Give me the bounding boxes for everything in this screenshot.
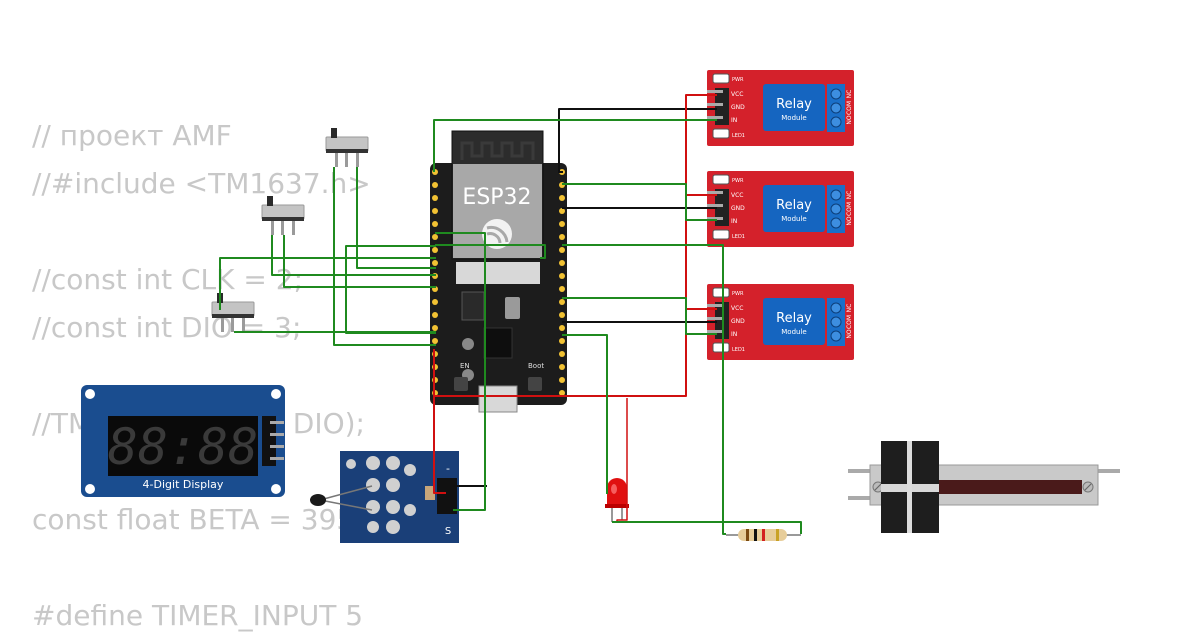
relay-module-2[interactable]: Relay Module VCC GND IN PWR LED1 NO COM …	[706, 170, 855, 248]
wire-green	[433, 119, 717, 172]
relay-led-label: LED1	[732, 133, 745, 139]
relay-pin-vcc: VCC	[731, 91, 743, 98]
code-line: // проект AMF	[32, 119, 232, 152]
red-led[interactable]	[605, 478, 629, 522]
relay-module-1[interactable]: Relay Module VCC GND IN PWR LED1 NO COM …	[706, 69, 855, 147]
relay-pwr-label: PWR	[732, 178, 744, 184]
esp32-label: ESP32	[462, 185, 531, 210]
wire-green	[612, 521, 802, 534]
wire-green	[333, 167, 436, 346]
relay-pin-vcc: VCC	[731, 305, 743, 312]
code-line: //const int CLK = 2;	[32, 263, 304, 296]
wire-green	[435, 244, 546, 259]
wire-green	[562, 183, 717, 221]
relay-title: Relay	[776, 311, 812, 326]
en-button[interactable]	[454, 377, 468, 391]
relay-terminal-com: COM	[846, 202, 853, 216]
wire-black	[558, 108, 717, 173]
relay-title: Relay	[776, 97, 812, 112]
wire-green	[562, 244, 726, 535]
wire-green	[562, 297, 717, 335]
slide-switch-2[interactable]	[261, 195, 305, 236]
wire-green	[356, 167, 436, 269]
relay-pin-gnd: GND	[731, 318, 745, 325]
relay-pin-gnd: GND	[731, 104, 745, 111]
boot-button[interactable]	[528, 377, 542, 391]
esp32-board[interactable]: ESP32 EN Boot	[430, 130, 567, 413]
wire-green	[345, 245, 436, 334]
code-line: #define TIMER_INPUT 5	[32, 599, 364, 632]
relay-led-label: LED1	[732, 347, 745, 353]
wire-green	[435, 232, 486, 511]
en-button-label: EN	[460, 362, 470, 370]
espressif-logo-icon	[482, 219, 512, 249]
boot-button-label: Boot	[528, 362, 544, 370]
tm1637-display[interactable]: 88:88 4-Digit Display	[81, 385, 285, 497]
wire-green	[219, 257, 436, 310]
relay-terminal-nc: NC	[846, 304, 853, 313]
relay-title: Relay	[776, 198, 812, 213]
relay-terminal-no: NO	[846, 329, 853, 338]
wires	[219, 94, 802, 535]
display-digits: 88:88	[108, 418, 259, 476]
relay-subtitle: Module	[781, 114, 806, 122]
relay-terminal-no: NO	[846, 216, 853, 225]
relay-pin-vcc: VCC	[731, 192, 743, 199]
thermistor-pin-s: S	[445, 526, 451, 537]
relay-pwr-label: PWR	[732, 291, 744, 297]
relay-led-label: LED1	[732, 234, 745, 240]
relay-pin-in: IN	[731, 331, 737, 338]
wire-green	[271, 235, 436, 276]
wire-red	[433, 94, 717, 397]
relay-terminal-com: COM	[846, 315, 853, 329]
relay-terminal-no: NO	[846, 115, 853, 124]
relay-pin-in: IN	[731, 117, 737, 124]
relay-terminal-nc: NC	[846, 191, 853, 200]
code-line: //const int DIO = 3;	[32, 311, 302, 344]
slide-switch-3[interactable]	[211, 292, 255, 333]
display-caption: 4-Digit Display	[143, 478, 224, 491]
thermistor-pin-minus: -	[446, 462, 450, 475]
relay-subtitle: Module	[781, 215, 806, 223]
slide-potentiometer[interactable]	[848, 441, 1120, 533]
relay-pin-gnd: GND	[731, 205, 745, 212]
ntc-thermistor-module[interactable]: - S	[310, 451, 459, 543]
slide-switch-1[interactable]	[325, 127, 369, 168]
relay-terminal-com: COM	[846, 101, 853, 115]
relay-pwr-label: PWR	[732, 77, 744, 83]
relay-module-3[interactable]: Relay Module VCC GND IN PWR LED1 NO COM …	[706, 283, 855, 361]
resistor[interactable]	[726, 529, 801, 541]
esp32-pins-right	[559, 169, 565, 396]
thermistor-bead	[310, 494, 326, 506]
relay-subtitle: Module	[781, 328, 806, 336]
wire-green	[283, 235, 436, 288]
relay-pin-in: IN	[731, 218, 737, 225]
relay-terminal-nc: NC	[846, 90, 853, 99]
wire-red	[433, 396, 446, 494]
wire-green	[562, 334, 608, 494]
code-line: //#include <TM1637.h>	[32, 167, 371, 200]
